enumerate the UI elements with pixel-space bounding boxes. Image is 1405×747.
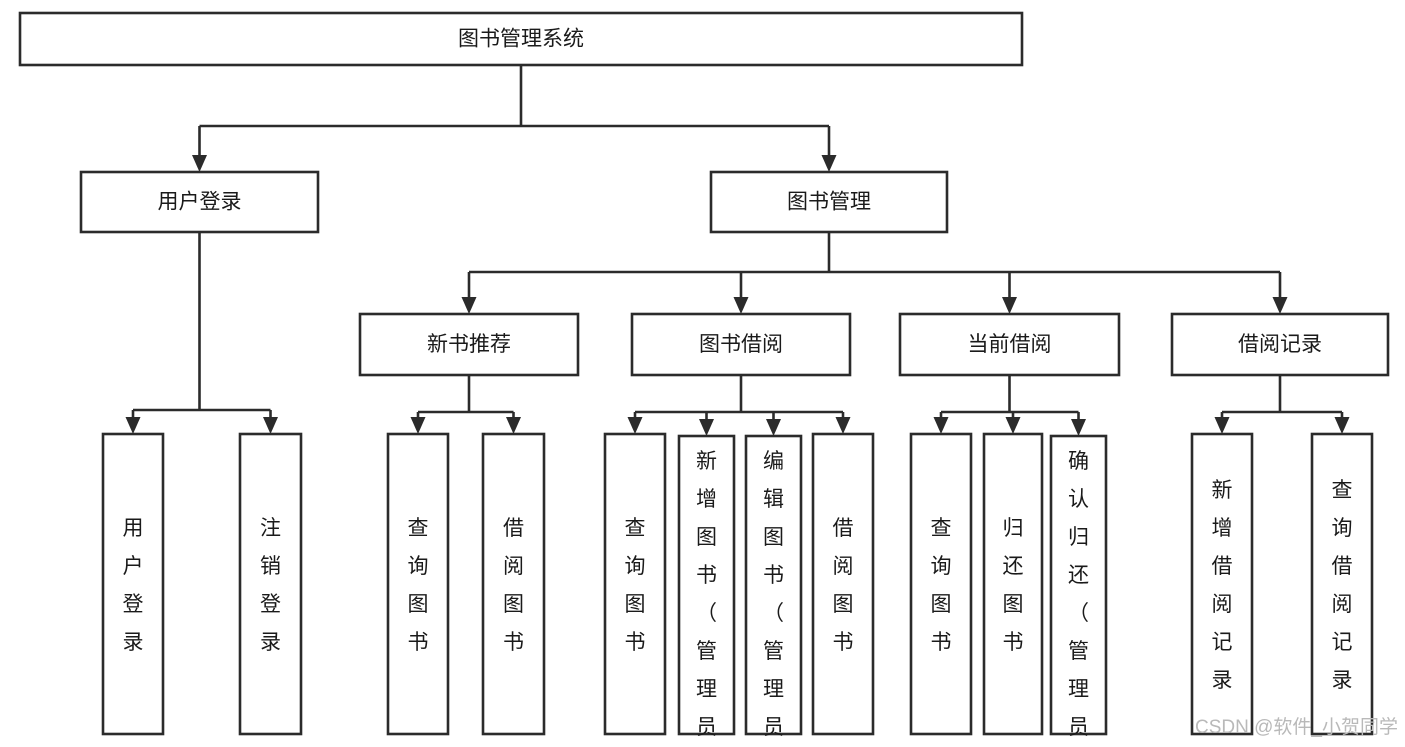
node-box bbox=[79, 170, 320, 234]
node-current-borrow[interactable]: 当前借阅 bbox=[898, 312, 1121, 377]
connector-arrowhead bbox=[192, 155, 207, 172]
node-leaf-return-book[interactable]: 归还图书 bbox=[982, 432, 1044, 736]
node-label: 归还图书 bbox=[1003, 517, 1024, 654]
node-label: 注销登录 bbox=[260, 517, 281, 654]
node-book-borrow[interactable]: 图书借阅 bbox=[630, 312, 852, 377]
node-leaf-borrow-book-2[interactable]: 借阅图书 bbox=[811, 432, 875, 736]
node-layer: 图书管理系统用户登录图书管理新书推荐图书借阅当前借阅借阅记录用户登录注销登录查询… bbox=[18, 11, 1390, 747]
node-leaf-logout[interactable]: 注销登录 bbox=[238, 432, 303, 736]
node-box bbox=[630, 312, 852, 377]
node-box bbox=[18, 11, 1024, 67]
node-label: 借阅图书 bbox=[503, 517, 524, 654]
connector-arrowhead bbox=[461, 297, 477, 314]
node-leaf-add-book[interactable]: 新增图书（管理员） bbox=[677, 434, 736, 747]
connector-layer bbox=[125, 65, 1350, 436]
node-leaf-query-book-2[interactable]: 查询图书 bbox=[603, 432, 667, 736]
node-label: 借阅图书 bbox=[833, 517, 854, 654]
node-leaf-confirm-return[interactable]: 确认归还（管理员） bbox=[1049, 434, 1108, 747]
node-label: 用户登录 bbox=[158, 191, 242, 214]
node-leaf-query-book-1[interactable]: 查询图书 bbox=[386, 432, 450, 736]
node-box bbox=[909, 432, 973, 736]
node-label: 新增图书（管理员） bbox=[696, 450, 717, 747]
node-label: 当前借阅 bbox=[968, 333, 1052, 356]
node-box bbox=[238, 432, 303, 736]
connector-arrowhead bbox=[1071, 419, 1086, 436]
node-label: 借阅记录 bbox=[1238, 333, 1322, 356]
node-box bbox=[481, 432, 546, 736]
connector-arrowhead bbox=[1002, 297, 1017, 314]
node-label: 新书推荐 bbox=[427, 333, 511, 356]
connector-arrowhead bbox=[125, 417, 141, 434]
connector-arrowhead bbox=[1272, 297, 1288, 314]
node-leaf-borrow-book-1[interactable]: 借阅图书 bbox=[481, 432, 546, 736]
node-label: 查询图书 bbox=[625, 517, 646, 654]
node-box bbox=[1049, 434, 1108, 736]
node-borrow-record[interactable]: 借阅记录 bbox=[1170, 312, 1390, 377]
node-label: 新增借阅记录 bbox=[1212, 479, 1233, 692]
node-leaf-add-record[interactable]: 新增借阅记录 bbox=[1190, 432, 1254, 736]
node-leaf-user-login[interactable]: 用户登录 bbox=[101, 432, 165, 736]
watermark-label: CSDN @软件_小贺同学 bbox=[1195, 716, 1398, 738]
node-box bbox=[101, 432, 165, 736]
connector-arrowhead bbox=[835, 417, 851, 434]
node-user-login[interactable]: 用户登录 bbox=[79, 170, 320, 234]
node-root[interactable]: 图书管理系统 bbox=[18, 11, 1024, 67]
connector-arrowhead bbox=[733, 297, 749, 314]
node-label: 图书管理 bbox=[787, 191, 871, 214]
node-box bbox=[811, 432, 875, 736]
node-box bbox=[898, 312, 1121, 377]
node-box bbox=[1190, 432, 1254, 736]
connector-arrowhead bbox=[933, 417, 949, 434]
node-box bbox=[1170, 312, 1390, 377]
node-new-book-rec[interactable]: 新书推荐 bbox=[358, 312, 580, 377]
node-leaf-edit-book[interactable]: 编辑图书（管理员） bbox=[744, 434, 803, 747]
node-label: 查询图书 bbox=[408, 517, 429, 654]
node-box bbox=[358, 312, 580, 377]
node-label: 查询图书 bbox=[931, 517, 952, 654]
connector-arrowhead bbox=[627, 417, 643, 434]
node-box bbox=[709, 170, 949, 234]
node-label: 查询借阅记录 bbox=[1332, 479, 1353, 692]
connector-arrowhead bbox=[1005, 417, 1021, 434]
connector-arrowhead bbox=[506, 417, 521, 434]
node-label: 编辑图书（管理员） bbox=[763, 450, 784, 747]
connector-arrowhead bbox=[699, 419, 714, 436]
connector-arrowhead bbox=[1214, 417, 1230, 434]
connector-arrowhead bbox=[766, 419, 781, 436]
node-label: 图书借阅 bbox=[699, 333, 783, 356]
node-box bbox=[1310, 432, 1374, 736]
node-leaf-query-book-3[interactable]: 查询图书 bbox=[909, 432, 973, 736]
node-box bbox=[677, 434, 736, 736]
node-box bbox=[982, 432, 1044, 736]
node-label: 用户登录 bbox=[123, 517, 144, 654]
connector-arrowhead bbox=[263, 417, 278, 434]
connector-arrowhead bbox=[1334, 417, 1350, 434]
connector-arrowhead bbox=[410, 417, 426, 434]
node-box bbox=[386, 432, 450, 736]
node-label: 图书管理系统 bbox=[458, 28, 584, 51]
node-box bbox=[744, 434, 803, 736]
node-book-manage[interactable]: 图书管理 bbox=[709, 170, 949, 234]
node-label: 确认归还（管理员） bbox=[1068, 450, 1089, 747]
node-box bbox=[603, 432, 667, 736]
connector-arrowhead bbox=[821, 155, 837, 172]
node-leaf-query-record[interactable]: 查询借阅记录 bbox=[1310, 432, 1374, 736]
